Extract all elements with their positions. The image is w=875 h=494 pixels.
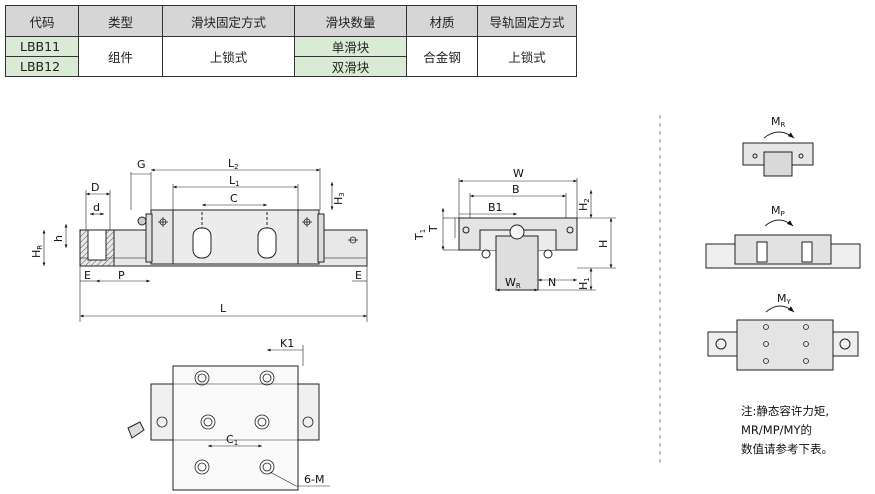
label-mr: MR bbox=[771, 115, 786, 129]
dim-hr: HR bbox=[30, 245, 44, 258]
code-cell: LBB11 bbox=[5, 36, 79, 57]
moment-my-diagram bbox=[707, 305, 859, 371]
dim-h: h bbox=[52, 235, 65, 242]
side-view-labels: G L2 L1 C D d H3 HR h E P E L bbox=[30, 157, 362, 315]
block-top bbox=[172, 365, 299, 491]
quantity-cell: 双滑块 bbox=[294, 56, 407, 77]
table-row: LBB11 组件 上锁式 单滑块 合金钢 上锁式 bbox=[5, 36, 577, 77]
dim-g: G bbox=[137, 158, 146, 171]
grease-nipple-top bbox=[127, 421, 145, 439]
dim-6m: 6-M bbox=[304, 473, 324, 486]
top-view bbox=[127, 345, 330, 491]
dim-b1: B1 bbox=[488, 201, 503, 214]
top-view-labels: K1 C1 6-M bbox=[226, 337, 324, 486]
header-quantity: 滑块数量 bbox=[294, 5, 407, 37]
moment-mr-diagram bbox=[742, 131, 814, 177]
grease-nipple bbox=[137, 216, 147, 226]
dim-h3: H3 bbox=[332, 192, 346, 205]
header-material: 材质 bbox=[406, 5, 478, 37]
note-line-3: 数值请参考下表。 bbox=[741, 442, 833, 456]
rotation-arrow-icon bbox=[763, 131, 795, 139]
label-mp: MP bbox=[771, 204, 785, 218]
type-cell: 组件 bbox=[78, 36, 163, 77]
dim-h2: H2 bbox=[577, 198, 591, 211]
dim-l2: L2 bbox=[228, 157, 239, 171]
dim-h1: H1 bbox=[577, 277, 591, 290]
dim-e-left: E bbox=[84, 269, 91, 282]
dim-d-lower: d bbox=[93, 201, 100, 214]
block-fix-cell: 上锁式 bbox=[162, 36, 295, 77]
rotation-arrow-icon bbox=[765, 305, 795, 313]
code-cell: LBB12 bbox=[5, 56, 79, 77]
moment-mp-diagram bbox=[705, 219, 861, 269]
table-header-row: 代码 类型 滑块固定方式 滑块数量 材质 导轨固定方式 bbox=[5, 5, 577, 37]
rotation-arrow-icon bbox=[764, 219, 794, 227]
dim-n: N bbox=[548, 276, 556, 289]
note-line-2: MR/MP/MY的 bbox=[741, 423, 812, 437]
moment-note: 注:静态容许力矩, MR/MP/MY的 数值请参考下表。 bbox=[741, 402, 833, 459]
end-view-labels: W B B1 H2 H H1 T1 T WR N bbox=[413, 167, 610, 290]
label-my: MY bbox=[777, 292, 792, 306]
dim-l1: L1 bbox=[229, 174, 240, 188]
dim-k1: K1 bbox=[280, 337, 294, 350]
dim-e-right: E bbox=[355, 269, 362, 282]
dim-wr: WR bbox=[505, 276, 521, 290]
dim-l: L bbox=[220, 302, 227, 315]
material-cell: 合金钢 bbox=[406, 36, 478, 77]
rail-fix-cell: 上锁式 bbox=[477, 36, 577, 77]
dim-d-upper: D bbox=[91, 181, 99, 194]
note-line-1: 注:静态容许力矩, bbox=[741, 404, 830, 418]
header-rail-fix: 导轨固定方式 bbox=[477, 5, 577, 37]
spec-table: 代码 类型 滑块固定方式 滑块数量 材质 导轨固定方式 LBB11 组件 上锁式… bbox=[5, 5, 577, 77]
header-code: 代码 bbox=[5, 5, 79, 37]
dim-p: P bbox=[118, 269, 125, 282]
dim-c: C bbox=[230, 192, 238, 205]
end-view bbox=[441, 178, 616, 292]
dim-b: B bbox=[512, 183, 520, 196]
dim-t1: T1 bbox=[413, 229, 427, 241]
side-view bbox=[42, 168, 368, 322]
dim-c1: C1 bbox=[226, 433, 238, 447]
dim-w: W bbox=[513, 167, 524, 180]
dim-h: H bbox=[597, 240, 610, 248]
dim-t: T bbox=[427, 225, 440, 233]
table-row: LBB12 双滑块 bbox=[5, 56, 577, 77]
